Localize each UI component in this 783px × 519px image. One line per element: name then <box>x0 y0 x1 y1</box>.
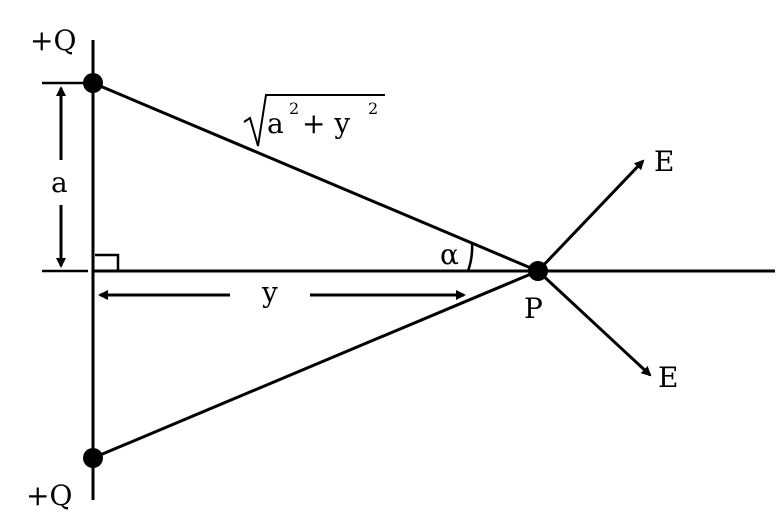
charge-top-label: +Q <box>30 24 76 57</box>
y-dimension-label: y <box>261 276 278 309</box>
charge-top-dot <box>83 73 103 93</box>
point-p-label: P <box>524 292 543 325</box>
alpha-angle-arc <box>466 242 474 272</box>
hypotenuse-exp-1: 2 <box>289 99 299 118</box>
right-angle-marker <box>95 253 120 271</box>
hypotenuse-plus-y: + y <box>302 107 350 140</box>
hypotenuse-a: a <box>267 107 284 140</box>
alpha-label: α <box>440 238 459 271</box>
e-label-top: E <box>654 145 674 178</box>
radical-sign <box>243 94 385 147</box>
e-vector-down <box>536 269 652 377</box>
hypotenuse-label: a 2 + y 2 <box>243 94 385 147</box>
hypotenuse-exp-2: 2 <box>368 99 378 118</box>
point-p-dot <box>528 261 548 281</box>
e-vector-up <box>536 159 645 273</box>
top-charge-to-p-line <box>92 81 539 273</box>
charge-bottom-label: +Q <box>26 479 72 512</box>
e-label-bottom: E <box>658 361 678 394</box>
bottom-charge-to-p-line <box>92 269 539 460</box>
charge-bottom-dot <box>83 448 103 468</box>
a-dimension-label: a <box>51 166 68 199</box>
